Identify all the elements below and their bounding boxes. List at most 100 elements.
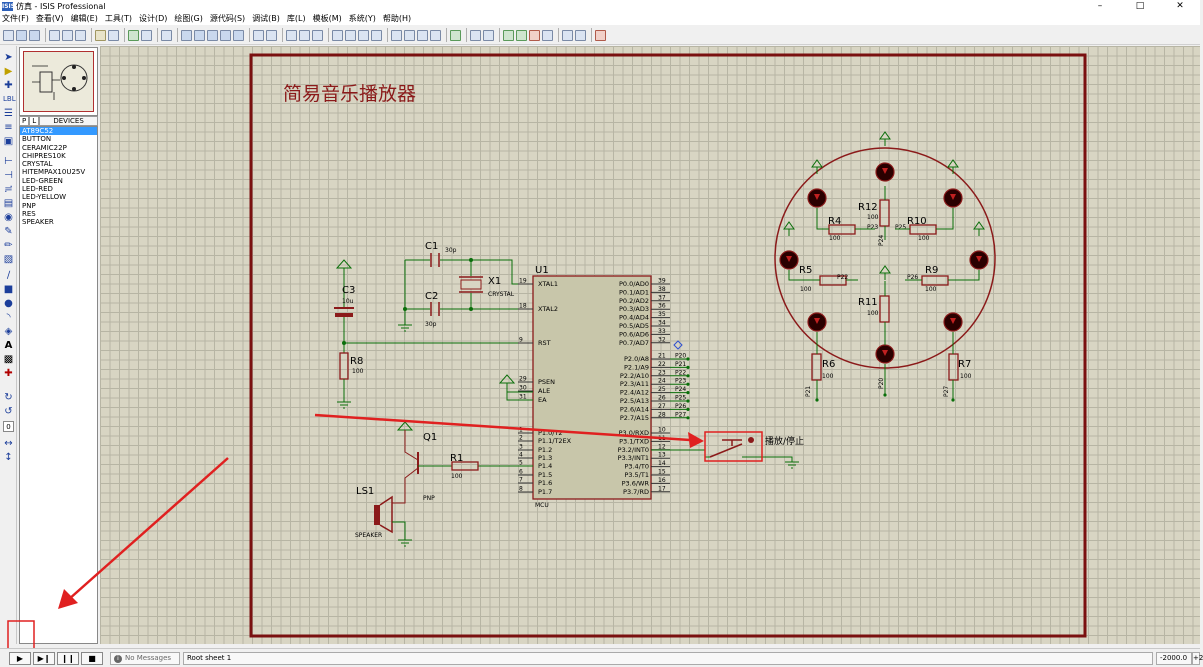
goto-sheet-icon[interactable]	[516, 29, 527, 41]
paste-icon[interactable]	[312, 29, 323, 41]
subcircuit-icon[interactable]: ▣	[3, 136, 14, 147]
schematic-canvas[interactable]: 简易音乐播放器 C1 30p C2 30p X1 CRYSTAL	[100, 46, 1200, 644]
bus-icon[interactable]: ≡	[4, 122, 13, 133]
menu-tools[interactable]: 工具(T)	[104, 14, 132, 23]
make-device-icon[interactable]	[404, 29, 415, 41]
save-icon[interactable]	[29, 29, 40, 41]
new-sheet-icon[interactable]	[503, 29, 514, 41]
text-script-icon[interactable]: ☰	[4, 108, 13, 119]
device-item-at89c52[interactable]: AT89C52	[20, 127, 97, 136]
menu-help[interactable]: 帮助(H)	[382, 14, 412, 23]
bill-of-materials-icon[interactable]	[562, 29, 573, 41]
grid-icon[interactable]	[141, 29, 152, 41]
export-icon[interactable]	[62, 29, 73, 41]
electrical-rule-check-icon[interactable]	[575, 29, 586, 41]
rotate-ccw-icon[interactable]: ↺	[4, 406, 13, 417]
device-item-crystal[interactable]: CRYSTAL	[22, 160, 53, 169]
junction-dot-icon[interactable]: ✚	[4, 80, 13, 91]
virtual-instrument-icon[interactable]: ▧	[3, 254, 14, 265]
new-file-icon[interactable]	[3, 29, 14, 41]
redo-icon[interactable]	[266, 29, 277, 41]
pan-icon[interactable]	[181, 29, 192, 41]
box-tool-icon[interactable]: ■	[3, 284, 14, 295]
stop-button[interactable]: ■	[81, 652, 103, 665]
menu-edit[interactable]: 编辑(E)	[70, 14, 98, 23]
arc-tool-icon[interactable]: ◝	[6, 312, 11, 323]
device-item-hitempax10u25v[interactable]: HITEMPAX10U25V	[22, 168, 86, 177]
minimize-button[interactable]: –	[1097, 1, 1103, 11]
voltage-probe-icon[interactable]: ✎	[4, 226, 13, 237]
search-icon[interactable]	[470, 29, 481, 41]
symbol-tool-icon[interactable]: ▩	[3, 354, 14, 365]
zoom-in-icon[interactable]	[194, 29, 205, 41]
terminal-icon[interactable]: ⊢	[4, 156, 13, 167]
ares-icon[interactable]	[595, 29, 606, 41]
device-item-led-yellow[interactable]: LED-YELLOW	[22, 193, 67, 202]
menu-file[interactable]: 文件(F)	[2, 14, 29, 23]
device-item-chipres10k[interactable]: CHIPRES10K	[22, 151, 66, 160]
close-button[interactable]: ✕	[1176, 1, 1184, 11]
undo-icon[interactable]	[253, 29, 264, 41]
menu-library[interactable]: 库(L)	[286, 14, 306, 23]
zoom-all-icon[interactable]	[220, 29, 231, 41]
decompose-icon[interactable]	[417, 29, 428, 41]
text-tool-icon[interactable]: A	[4, 340, 13, 351]
block-copy-icon[interactable]	[332, 29, 343, 41]
zoom-out-icon[interactable]	[207, 29, 218, 41]
refresh-icon[interactable]	[128, 29, 139, 41]
device-item-speaker[interactable]: SPEAKER	[22, 218, 54, 227]
rotate-cw-icon[interactable]: ↻	[4, 392, 13, 403]
delete-sheet-icon[interactable]	[529, 29, 540, 41]
device-item-ceramic22p[interactable]: CERAMIC22P	[22, 143, 67, 152]
menu-template[interactable]: 模板(M)	[312, 14, 342, 23]
netlist-icon[interactable]	[542, 29, 553, 41]
packaging-tool-icon[interactable]	[430, 29, 441, 41]
device-pin-icon[interactable]: ⊣	[4, 170, 13, 181]
device-item-pnp[interactable]: PNP	[22, 201, 36, 210]
component-mode-icon[interactable]: ▶	[4, 66, 13, 77]
menu-debug[interactable]: 调试(B)	[252, 14, 280, 23]
overview-window[interactable]	[19, 47, 98, 116]
block-delete-icon[interactable]	[371, 29, 382, 41]
close-design-icon[interactable]	[75, 29, 86, 41]
rotation-angle-field[interactable]: 0	[3, 421, 14, 432]
maximize-button[interactable]: □	[1135, 1, 1145, 11]
print-area-icon[interactable]	[108, 29, 119, 41]
line-tool-icon[interactable]: ∕	[6, 270, 11, 281]
device-item-led-green[interactable]: LED-GREEN	[22, 176, 63, 185]
block-rotate-icon[interactable]	[358, 29, 369, 41]
graph-icon[interactable]: ≓	[4, 184, 13, 195]
origin-icon[interactable]	[161, 29, 172, 41]
generator-icon[interactable]: ◉	[4, 212, 13, 223]
path-tool-icon[interactable]: ◈	[4, 326, 13, 337]
library-manager-tab[interactable]: L	[29, 116, 40, 126]
step-button[interactable]: ▶❙	[33, 652, 55, 665]
menu-graph[interactable]: 绘图(G)	[174, 14, 203, 23]
menu-view[interactable]: 查看(V)	[35, 14, 64, 23]
selection-mode-icon[interactable]: ➤	[4, 52, 13, 63]
pick-device-icon[interactable]	[391, 29, 402, 41]
mirror-horizontal-icon[interactable]: ↔	[4, 438, 13, 449]
tape-recorder-icon[interactable]: ▤	[3, 198, 14, 209]
mirror-vertical-icon[interactable]: ↕	[4, 452, 13, 463]
current-probe-icon[interactable]: ✏	[4, 240, 13, 251]
device-item-res[interactable]: RES	[22, 209, 36, 218]
block-move-icon[interactable]	[345, 29, 356, 41]
menu-design[interactable]: 设计(D)	[139, 14, 168, 23]
property-tool-icon[interactable]	[483, 29, 494, 41]
zoom-area-icon[interactable]	[233, 29, 244, 41]
wire-label-icon[interactable]: LBL	[3, 95, 16, 103]
circle-tool-icon[interactable]: ●	[4, 298, 13, 309]
pick-devices-tab[interactable]: P	[19, 116, 30, 126]
copy-icon[interactable]	[299, 29, 310, 41]
menu-system[interactable]: 系统(Y)	[348, 14, 376, 23]
print-icon[interactable]	[95, 29, 106, 41]
play-button[interactable]: ▶	[9, 652, 31, 665]
pause-button[interactable]: ❙❙	[57, 652, 79, 665]
import-icon[interactable]	[49, 29, 60, 41]
cut-icon[interactable]	[286, 29, 297, 41]
wire-autorouter-icon[interactable]	[450, 29, 461, 41]
marker-tool-icon[interactable]: ✚	[4, 368, 13, 379]
device-item-led-red[interactable]: LED-RED	[22, 185, 53, 194]
